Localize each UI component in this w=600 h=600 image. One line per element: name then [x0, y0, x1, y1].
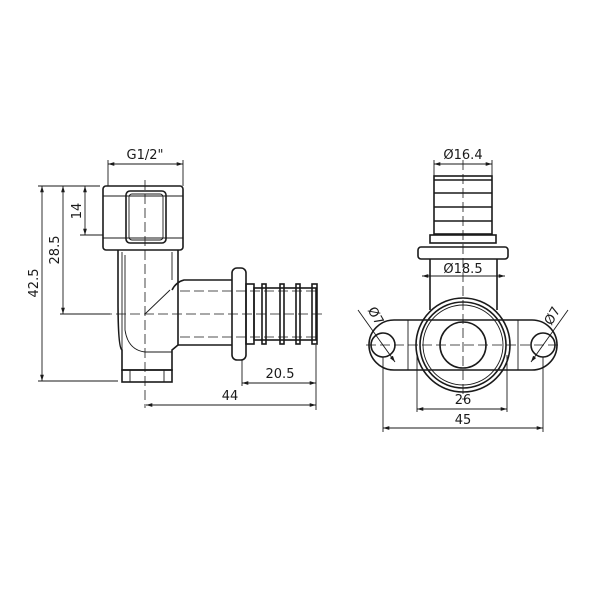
thread-label: G1/2" — [127, 148, 164, 163]
total-height-label: 42.5 — [27, 269, 42, 298]
dim-hole-spacing: 45 — [382, 357, 544, 432]
hole-spacing-label: 45 — [455, 413, 472, 428]
side-view: G1/2" 14 28.5 42.5 20.5 44 — [27, 148, 322, 410]
dim-body-width: 26 — [416, 355, 508, 412]
front-view: Ø16.4 Ø18.5 Ø7 Ø7 26 45 — [357, 148, 569, 432]
dim-total-length: 44 — [146, 389, 316, 407]
elbow-body — [117, 250, 179, 383]
dim-body-diameter: Ø18.5 — [422, 262, 505, 278]
dim-barb-length: 20.5 — [241, 345, 317, 410]
body-width-label: 26 — [455, 393, 472, 408]
dim-barb-diameter: Ø16.4 — [433, 148, 493, 176]
threaded-nut — [102, 185, 184, 251]
barb-length-label: 20.5 — [266, 367, 295, 382]
dim-axis-height: 28.5 — [48, 186, 110, 315]
axis-height-label: 28.5 — [48, 236, 63, 265]
dim-hole-right: Ø7 — [530, 304, 569, 363]
dim-hole-left: Ø7 — [357, 304, 396, 363]
total-length-label: 44 — [222, 389, 239, 404]
body-diameter-label: Ø18.5 — [443, 262, 482, 277]
dim-thread: G1/2" — [107, 148, 184, 186]
hole-left-label: Ø7 — [364, 304, 386, 328]
barb-diameter-label: Ø16.4 — [443, 148, 482, 163]
nut-height-label: 14 — [70, 203, 85, 220]
dim-nut-height: 14 — [38, 185, 103, 236]
dim-total-height: 42.5 — [27, 186, 118, 382]
